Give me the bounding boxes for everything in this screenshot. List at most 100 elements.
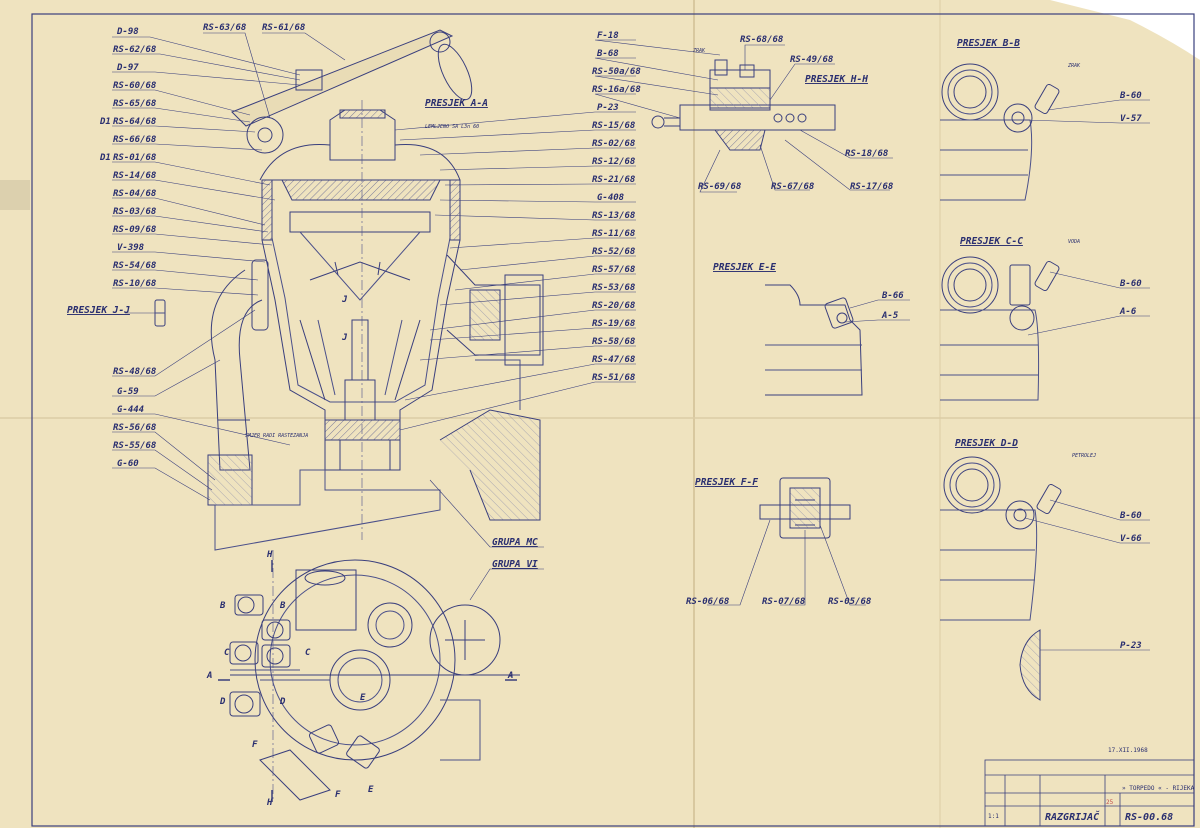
drawing-number: RS-00.68 [1125, 812, 1173, 823]
part-label: RS-61/68 [262, 23, 305, 33]
part-label: RS-66/68 [113, 135, 156, 145]
drawing-scale: 1:1 [988, 813, 999, 820]
part-label: RS-21/68 [592, 175, 635, 185]
section-ff [759, 477, 851, 539]
stamp-digits: 25 [1106, 799, 1114, 806]
part-label: RS-69/68 [698, 182, 741, 192]
part-prefix: D1 [99, 117, 111, 127]
title-block [984, 759, 1195, 827]
section-title-cc: PRESJEK C-C [960, 236, 1023, 247]
part-label: RS-52/68 [592, 247, 635, 257]
part-label: RS-50a/68 [592, 67, 641, 77]
part-label: RS-02/68 [592, 139, 635, 149]
note-voda: VODA [1068, 239, 1080, 245]
torn-corner [1050, 0, 1200, 60]
part-label: RS-57/68 [592, 265, 635, 275]
view-letter-j: J [341, 333, 348, 343]
part-label: G-60 [117, 459, 139, 469]
part-label: B-60 [1119, 91, 1142, 101]
part-label: RS-51/68 [592, 373, 635, 383]
view-letter-d: D [279, 697, 286, 707]
drawing-border [31, 13, 1195, 827]
part-label: RS-49/68 [790, 55, 833, 65]
section-title-ff: PRESJEK F-F [695, 477, 758, 488]
part-label: RS-60/68 [113, 81, 156, 91]
part-label: A-5 [881, 311, 899, 321]
part-label: RS-05/68 [828, 597, 871, 607]
date-stamp: 17.XII.1968 [1108, 747, 1148, 754]
company-name: » TORPEDO « - RIJEKA [1122, 785, 1195, 792]
part-label: RS-06/68 [686, 597, 729, 607]
leader-lines [112, 32, 1150, 651]
view-letter-a: A [206, 671, 212, 681]
part-label: RS-03/68 [113, 207, 156, 217]
section-title-dd: PRESJEK D-D [955, 438, 1018, 449]
part-label: RS-68/68 [740, 35, 783, 45]
view-letter-c: C [224, 648, 230, 658]
right-labels: F-18 B-68 RS-50a/68 RS-16a/68 P-23 RS-15… [592, 31, 641, 383]
part-label: RS-17/68 [850, 182, 893, 192]
note-lemljeno: LEMLJENO SA L3n 60 [425, 124, 479, 130]
part-label: G-444 [117, 405, 144, 415]
part-label: G-59 [117, 387, 139, 397]
part-prefix: D1 [99, 153, 111, 163]
view-letter-a: A [507, 671, 513, 681]
part-label: RS-04/68 [113, 189, 156, 199]
part-label: P-23 [597, 103, 619, 113]
section-title-bb: PRESJEK B-B [957, 38, 1020, 49]
part-label: RS-19/68 [592, 319, 635, 329]
note-petrolej: PETROLEJ [1072, 453, 1096, 459]
part-label: RS-16a/68 [592, 85, 641, 95]
part-label: RS-47/68 [592, 355, 635, 365]
group-label-vi: GRUPA VI [492, 559, 538, 570]
part-label: RS-67/68 [771, 182, 814, 192]
part-label: RS-14/68 [113, 171, 156, 181]
section-hh [651, 59, 836, 151]
p23-part [1019, 629, 1041, 701]
part-label: RS-11/68 [592, 229, 635, 239]
part-label: RS-64/68 [113, 117, 156, 127]
view-letter-f: F [335, 790, 341, 800]
section-title-ee: PRESJEK E-E [713, 262, 776, 273]
part-label: RS-20/68 [592, 301, 635, 311]
view-letter-j: J [341, 295, 348, 305]
part-label: B-66 [881, 291, 904, 301]
section-dd [940, 456, 1062, 621]
section-cc [940, 256, 1060, 401]
view-letter-b: B [219, 601, 226, 611]
left-labels: D-98 RS-62/68 D-97 RS-60/68 RS-65/68 D1 … [99, 27, 156, 469]
part-label: RS-09/68 [113, 225, 156, 235]
view-letters: J J H H B B C C A A D D E E F F [206, 295, 513, 808]
part-label: RS-12/68 [592, 157, 635, 167]
view-letter-d: D [219, 697, 226, 707]
part-label: RS-58/68 [592, 337, 635, 347]
section-title-aa: PRESJEK A-A [425, 98, 488, 109]
part-label: RS-15/68 [592, 121, 635, 131]
part-label: RS-54/68 [113, 261, 156, 271]
drawing-title: RAZGRIJAČ [1045, 809, 1100, 823]
part-label: RS-53/68 [592, 283, 635, 293]
part-label: D-98 [116, 27, 139, 37]
part-label: RS-65/68 [113, 99, 156, 109]
part-label: V-57 [1120, 114, 1142, 124]
main-section-aa [207, 29, 544, 551]
part-label: RS-62/68 [113, 45, 156, 55]
note-rastezanja: SMJER RADI RASTEZANJA [245, 433, 308, 439]
part-label: RS-10/68 [113, 279, 156, 289]
view-letter-e: E [368, 785, 374, 795]
part-label: RS-56/68 [113, 423, 156, 433]
part-label: G-408 [597, 193, 624, 203]
part-label: F-18 [597, 31, 619, 41]
part-label: D-97 [116, 63, 139, 73]
part-label: B-68 [596, 49, 619, 59]
note-zrak-hh: ZRAK [692, 48, 706, 54]
section-bb [940, 63, 1060, 201]
section-markers [218, 560, 517, 802]
view-letter-h: H [266, 798, 273, 808]
part-label: P-23 [1120, 641, 1142, 651]
part-label: V-66 [1120, 534, 1142, 544]
part-label: A-6 [1119, 307, 1137, 317]
bottom-plan-view [229, 550, 520, 801]
view-letter-c: C [305, 648, 311, 658]
